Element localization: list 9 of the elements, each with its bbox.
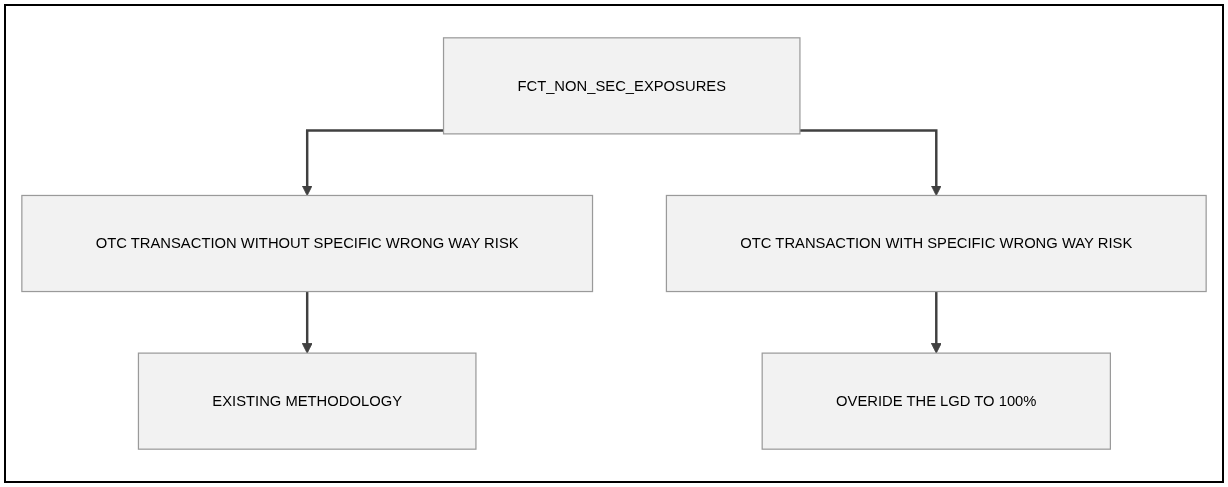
- node-box: OTC TRANSACTION WITH SPECIFIC WRONG WAY RISK: [665, 194, 1207, 293]
- node-box: FCT_NON_SEC_EXPOSURES: [442, 37, 801, 135]
- arrow: [930, 290, 942, 354]
- arrow: [301, 129, 444, 196]
- node-box: EXISTING METHODOLOGY: [137, 352, 477, 450]
- arrow: [301, 290, 313, 354]
- node-box: OTC TRANSACTION WITHOUT SPECIFIC WRONG WAY RISK: [21, 194, 594, 293]
- node-box: OVERIDE THE LGD TO 100%: [761, 352, 1111, 450]
- arrow: [799, 129, 942, 196]
